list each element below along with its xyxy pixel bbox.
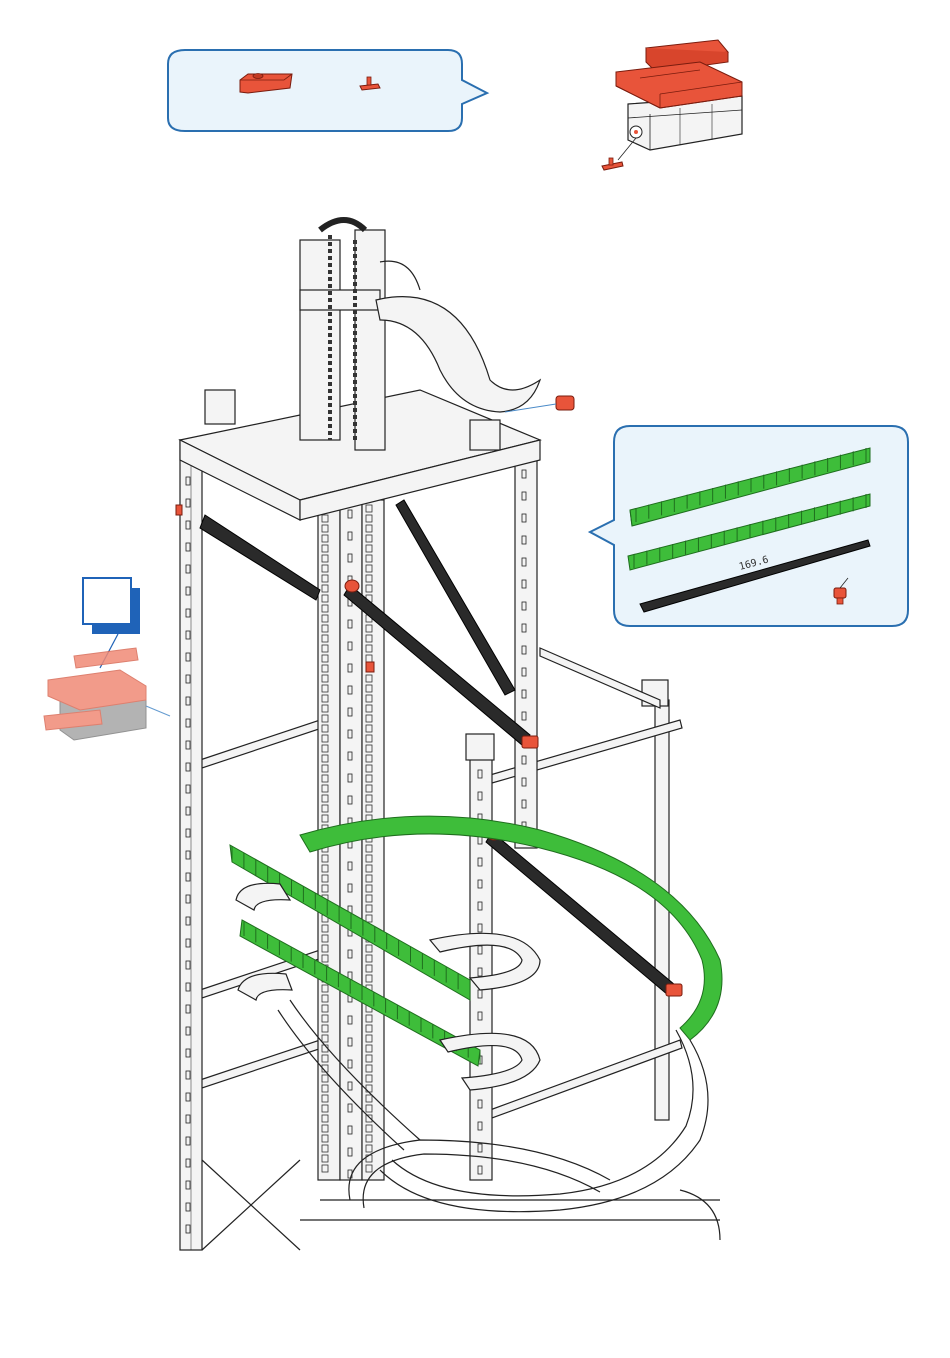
parts-callout-top <box>168 50 487 131</box>
tower-assembly <box>176 220 722 1250</box>
sub-assembly-block-top-right <box>602 40 742 170</box>
left-column <box>180 440 202 1250</box>
parts-callout-right: 169.6 <box>590 426 908 626</box>
bottom-frame <box>202 1160 720 1250</box>
ghost-sub-assembly-left <box>44 648 170 740</box>
